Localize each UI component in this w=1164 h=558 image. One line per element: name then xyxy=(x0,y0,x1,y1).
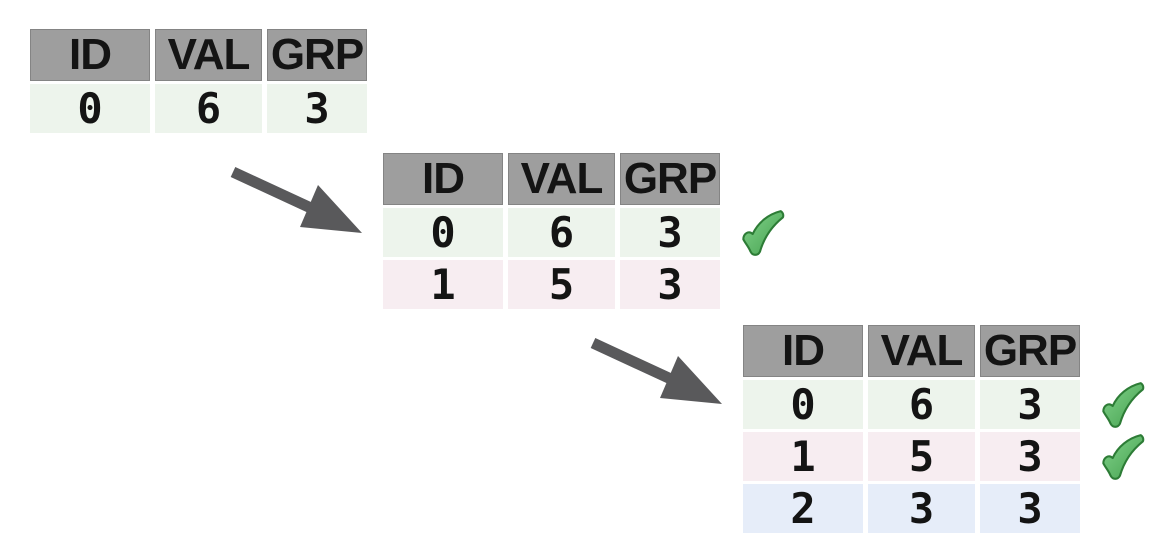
arrow-down-right-icon xyxy=(590,338,722,404)
table-cell: 6 xyxy=(155,84,262,133)
table-cell: 0 xyxy=(383,208,503,257)
check-icon xyxy=(1102,381,1145,428)
table-cell: 6 xyxy=(508,208,615,257)
table-cell: 3 xyxy=(868,484,975,533)
table-cell: 5 xyxy=(868,432,975,481)
table-cell: 2 xyxy=(743,484,863,533)
table-cell: 3 xyxy=(980,432,1080,481)
table-cell: 0 xyxy=(30,84,150,133)
table-cell: 0 xyxy=(743,380,863,429)
column-header-grp: GRP xyxy=(980,325,1080,377)
table-cell: 3 xyxy=(980,380,1080,429)
table-cell: 1 xyxy=(743,432,863,481)
column-header-grp: GRP xyxy=(267,29,367,81)
check-icon xyxy=(742,209,785,256)
table-cell: 3 xyxy=(980,484,1080,533)
table-cell: 1 xyxy=(383,260,503,309)
table-cell: 3 xyxy=(620,208,720,257)
table-cell: 6 xyxy=(868,380,975,429)
check-icon xyxy=(1102,433,1145,480)
table-cell: 5 xyxy=(508,260,615,309)
column-header-val: VAL xyxy=(155,29,262,81)
table-cell: 3 xyxy=(267,84,367,133)
column-header-val: VAL xyxy=(508,153,615,205)
table-cell: 3 xyxy=(620,260,720,309)
arrow-down-right-icon xyxy=(230,167,362,233)
column-header-id: ID xyxy=(30,29,150,81)
column-header-val: VAL xyxy=(868,325,975,377)
column-header-grp: GRP xyxy=(620,153,720,205)
column-header-id: ID xyxy=(383,153,503,205)
column-header-id: ID xyxy=(743,325,863,377)
